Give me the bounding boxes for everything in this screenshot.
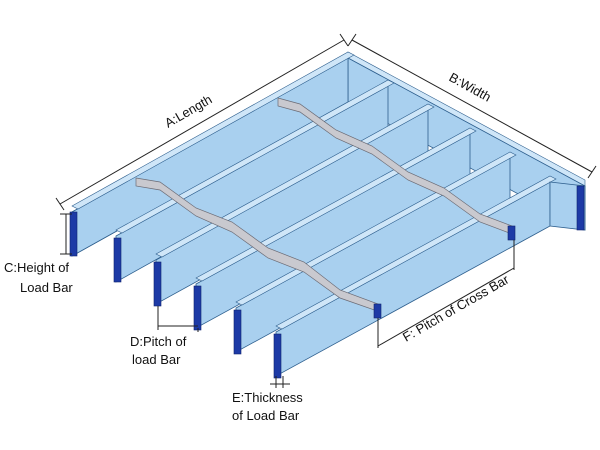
dimension-d-label-2: load Bar xyxy=(132,352,181,367)
dimension-e-label-2: of Load Bar xyxy=(232,408,300,423)
load-bar-4-top xyxy=(195,127,477,282)
dimension-d: D:Pitch of load Bar xyxy=(130,306,199,367)
right-end-cut xyxy=(576,185,585,231)
load-bars xyxy=(69,51,557,379)
dimension-c: C:Height of Load Bar xyxy=(4,213,73,295)
load-bar-6-top xyxy=(275,175,557,330)
cross-bar-2-end xyxy=(507,225,516,241)
load-bar-5-end xyxy=(233,309,242,355)
load-bar-2-end xyxy=(113,237,122,283)
dimension-b-label: B:Width xyxy=(447,70,494,105)
dimension-a-line xyxy=(59,39,345,205)
load-bar-6-end xyxy=(273,333,282,379)
right-end-plate xyxy=(549,181,586,231)
dimension-d-label-1: D:Pitch of xyxy=(130,334,187,349)
load-bar-2-top xyxy=(115,79,395,234)
load-bar-3-top xyxy=(155,103,435,258)
right-end-plate-face xyxy=(549,181,586,231)
dimension-c-label-1: C:Height of xyxy=(4,260,69,275)
load-bar-3-end xyxy=(153,261,162,307)
cross-bar-1-end xyxy=(373,303,382,319)
dimension-f-line xyxy=(377,267,515,347)
load-bar-1-top xyxy=(71,51,355,210)
dimension-e-label-1: E:Thickness xyxy=(232,390,303,405)
dimension-b-tick-end xyxy=(587,165,597,179)
cross-bars xyxy=(135,97,516,319)
dimension-a-label: A:Length xyxy=(162,92,215,131)
dimension-e: E:Thickness of Load Bar xyxy=(232,376,303,423)
dimension-b-line xyxy=(351,39,593,173)
dimension-a-tick-end xyxy=(339,33,349,47)
dimension-c-label-2: Load Bar xyxy=(20,280,73,295)
dimension-a-tick-start xyxy=(55,197,65,211)
dimension-b-tick-start xyxy=(347,33,357,47)
load-bar-1-end xyxy=(69,211,78,257)
load-bar-4-end xyxy=(193,285,202,331)
